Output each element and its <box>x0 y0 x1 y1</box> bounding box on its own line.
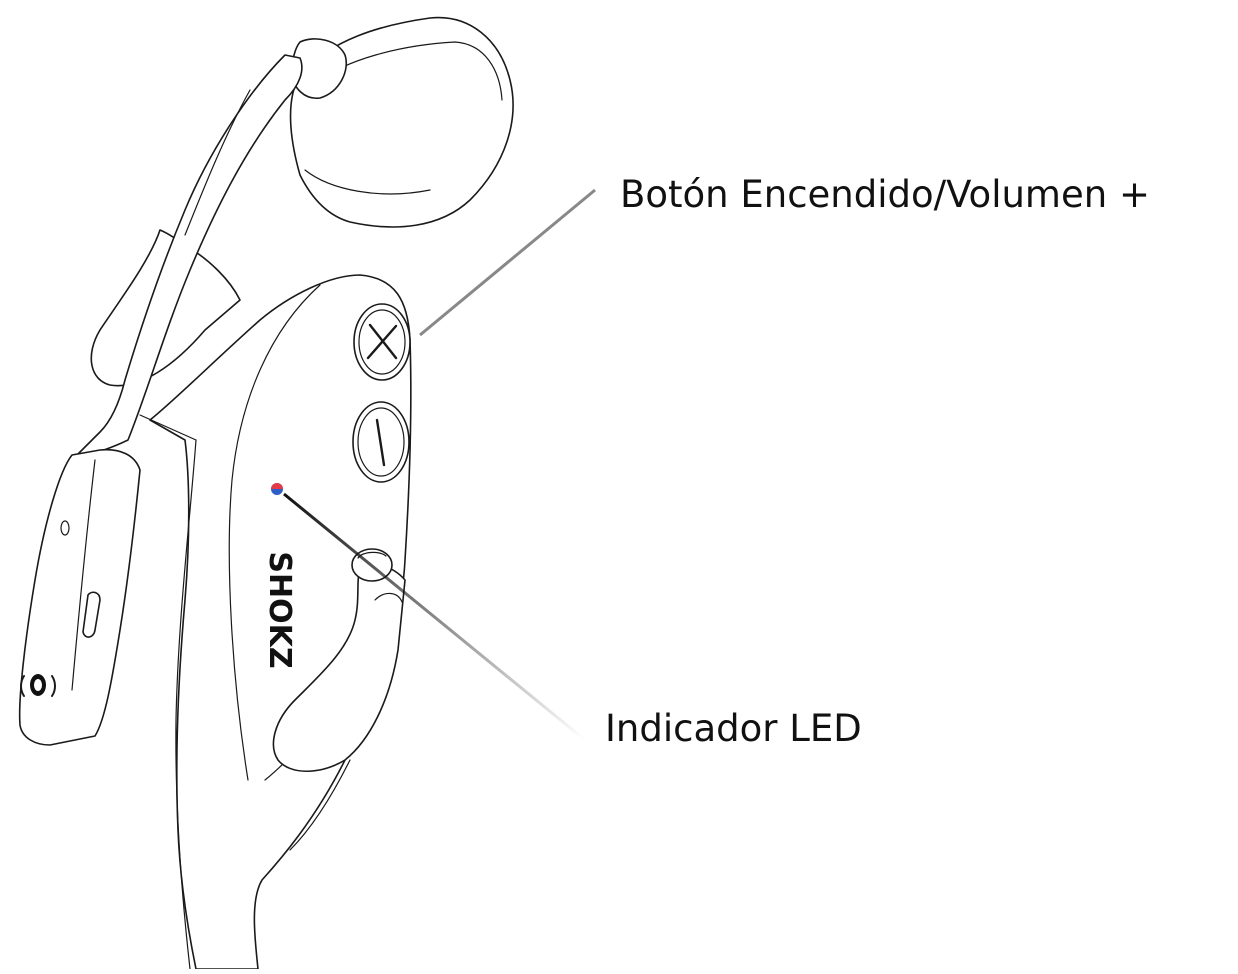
charging-stem <box>20 450 140 745</box>
power-volume-up-label: Botón Encendido/Volumen + <box>620 176 1150 213</box>
led-indicator-icon <box>271 483 283 495</box>
transducer-pad <box>291 18 514 227</box>
brand-text: SHOKZ <box>262 551 297 668</box>
brand-logo: SHOKZ <box>262 551 297 668</box>
plus-button-icon <box>354 304 410 380</box>
minus-button-icon <box>353 402 409 482</box>
led-indicator-label: Indicador LED <box>605 710 862 747</box>
